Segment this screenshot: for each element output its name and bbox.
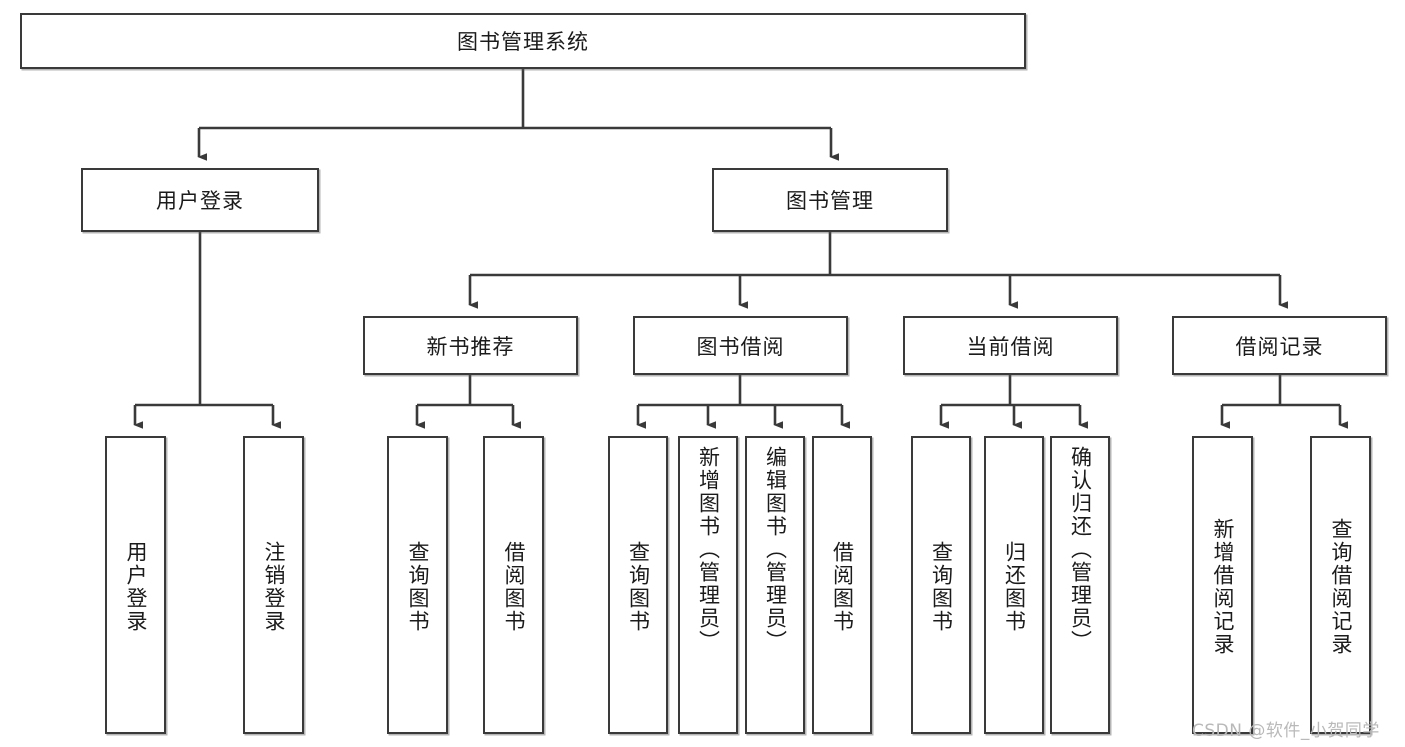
node-root-system[interactable]: 图书管理系统 (20, 13, 1026, 69)
node-label: 图书管理系统 (457, 30, 589, 54)
node-leaf-confirm-return[interactable]: 确认归还（管理员） (1050, 436, 1110, 734)
node-user-login[interactable]: 用户登录 (81, 168, 319, 232)
node-leaf-return-book[interactable]: 归还图书 (984, 436, 1044, 734)
node-label: 编辑图书（管理员） (763, 446, 788, 653)
edges-book-manage-to-level2 (468, 232, 1288, 309)
node-leaf-logout[interactable]: 注销登录 (243, 436, 304, 734)
node-current-borrow[interactable]: 当前借阅 (903, 316, 1118, 375)
node-label: 查询图书 (626, 541, 651, 633)
node-label: 图书借阅 (696, 334, 785, 359)
node-borrow-record[interactable]: 借阅记录 (1172, 316, 1387, 375)
node-label: 借阅记录 (1235, 334, 1324, 359)
edges-book-borrow-to-leaves (636, 375, 850, 429)
node-leaf-edit-book[interactable]: 编辑图书（管理员） (745, 436, 805, 734)
node-book-manage[interactable]: 图书管理 (712, 168, 948, 232)
node-leaf-user-login[interactable]: 用户登录 (105, 436, 166, 734)
node-label: 注销登录 (262, 541, 286, 633)
node-leaf-add-book[interactable]: 新增图书（管理员） (678, 436, 738, 734)
node-label: 借阅图书 (830, 541, 855, 633)
node-label: 查询图书 (929, 541, 954, 633)
edges-current-borrow-to-leaves (939, 375, 1088, 429)
node-book-borrow[interactable]: 图书借阅 (633, 316, 848, 375)
node-leaf-borrow-book-2[interactable]: 借阅图书 (812, 436, 872, 734)
node-label: 查询借阅记录 (1329, 518, 1353, 656)
edges-borrow-record-to-leaves (1220, 375, 1348, 429)
node-leaf-query-book-1[interactable]: 查询图书 (387, 436, 448, 734)
node-leaf-borrow-book-1[interactable]: 借阅图书 (483, 436, 544, 734)
node-leaf-query-book-3[interactable]: 查询图书 (911, 436, 971, 734)
node-label: 图书管理 (786, 189, 874, 213)
node-label: 新增借阅记录 (1211, 518, 1235, 656)
node-label: 当前借阅 (966, 334, 1055, 359)
edges-user-login-to-leaves (133, 232, 281, 429)
node-label: 新书推荐 (426, 334, 515, 359)
node-leaf-query-book-2[interactable]: 查询图书 (608, 436, 668, 734)
node-leaf-query-record[interactable]: 查询借阅记录 (1310, 436, 1371, 734)
node-label: 新增图书（管理员） (696, 446, 721, 653)
node-label: 借阅图书 (502, 541, 526, 633)
node-leaf-add-record[interactable]: 新增借阅记录 (1192, 436, 1253, 734)
node-new-book-rec[interactable]: 新书推荐 (363, 316, 578, 375)
node-label: 归还图书 (1002, 541, 1027, 633)
node-label: 用户登录 (124, 541, 148, 633)
node-label: 确认归还（管理员） (1068, 446, 1093, 653)
edges-new-book-rec-to-leaves (415, 375, 521, 429)
edges-root-to-level1 (197, 69, 839, 161)
node-label: 查询图书 (406, 541, 430, 633)
node-label: 用户登录 (156, 189, 244, 213)
